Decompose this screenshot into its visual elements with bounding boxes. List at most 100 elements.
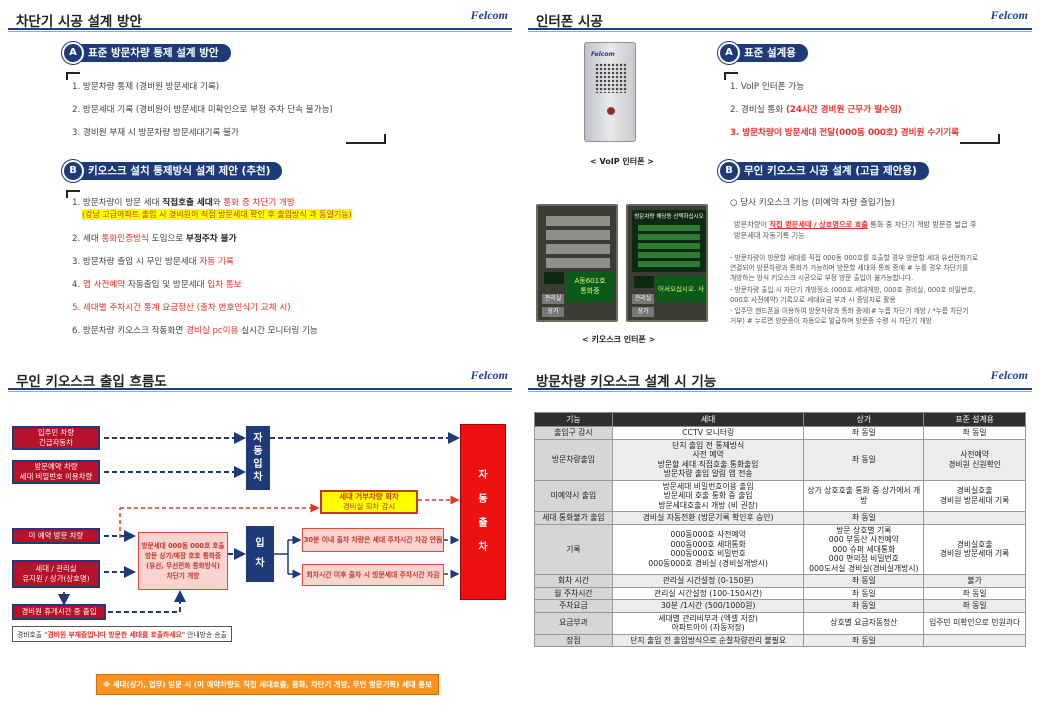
kiosk-screen-text: A동601호: [574, 277, 606, 285]
row-label-cell: 미예약시 출입: [534, 479, 613, 512]
page-title: 방문차량 키오스크 설계 시 기능: [536, 374, 717, 390]
household-call-box: 세대 / 관리실 유지원 / 상가(상호명): [12, 560, 100, 588]
text: 통화 중 차단기 개방 방문증 발급 후: [870, 220, 977, 229]
table-cell: 방문 상호별 기록 000 부동산 사전예약 000 슈퍼 세대통화 000 편…: [803, 523, 925, 575]
row-label-cell: 출입구 감시: [534, 426, 613, 440]
table-cell: [923, 511, 1026, 525]
text: (24시간 경비원 근무가 필수임): [785, 105, 902, 115]
table-cell: 좌 동일: [803, 511, 925, 525]
table-cell: 좌 동일: [803, 426, 925, 440]
kiosk-keypad-image: A동601호 통화중 관리실 상가: [536, 204, 618, 322]
kiosk-touch-image: 방문차량 해당동 선택하십시오 어서오십시오. 사 관리실 상가: [626, 204, 708, 322]
list-item: 1. 방문차량 통제 (경비원 방문세대 기록): [72, 82, 220, 92]
text: 방문세대 000동 000호 호출 방문 상가/매장 호호 통화중 (유선, 무…: [141, 542, 225, 580]
table-cell: 경비실호출 경비원 방문세대 기록: [923, 523, 1026, 575]
table-cell: 방문세대 비밀번호이용 출입 방문세대 호출 통화 중 출입 방문세대호출시 개…: [611, 479, 805, 512]
text: 입주민 차량 긴급자동차: [37, 428, 75, 447]
bottom-notice: ※ 세대(상가, 업무) 방문 시 (미 예약차량도 직접 세대호출, 통화, …: [96, 674, 439, 695]
felcom-logo: Felcom: [470, 368, 508, 382]
detail-line: 000호 사전예약) 기록으로 세대요금 부과 시 증빙자료 활용: [730, 296, 896, 304]
bracket-top-left: [66, 190, 80, 198]
kiosk-menu-title: 방문차량 해당동 선택하십시오: [634, 214, 704, 220]
text: 자동 기록: [199, 257, 234, 267]
felcom-logo: Felcom: [990, 368, 1028, 382]
row-label-cell: 기록: [534, 523, 613, 575]
feature-desc: 방문세대 자동기록 기능: [734, 231, 805, 240]
row-label-cell: 주차요금: [534, 599, 613, 613]
table-cell: 좌 동일: [803, 586, 925, 600]
exit-30min-box: 30분 이내 출차 차량은 세대 주차시간 차감 안됨: [302, 528, 444, 552]
row-label-cell: 세대 통화불가 출입: [534, 511, 613, 525]
section-b-header: B 키오스크 설치 통제방식 설계 제안 (추천): [62, 160, 283, 182]
text: 부정주차 불가: [186, 234, 237, 244]
section-b-label: 키오스크 설치 통제방식 설계 제안 (추천): [88, 165, 271, 177]
column-header: 상가: [803, 412, 925, 427]
guard-announce-note: 경비호출 "경비원 부재중입니다 방문한 세대를 호출하세요" 안내방송 송출: [12, 626, 232, 642]
kiosk-menu-grid-icon: [638, 223, 700, 267]
text: 세대 거부차량 회차: [339, 492, 399, 501]
table-cell: 단지 출입 전 출입방식으로 순찰차량관리 불필요: [611, 633, 805, 647]
text: 직접 방문세대 / 상호명으로 호출: [769, 220, 868, 229]
table-cell: 좌 동일: [923, 586, 1026, 600]
text: 1. 방문차량이 방문 세대: [72, 198, 160, 208]
title-rule: [8, 388, 512, 390]
text: " 안내방송 송출: [181, 631, 227, 639]
text: 입차 통보: [207, 280, 242, 290]
section-b-header: B 무인 키오스크 시공 설계 (고급 제안용): [718, 160, 929, 182]
call-button-icon: [607, 107, 615, 115]
table-cell: 상호별 요금자동정산: [803, 611, 925, 635]
section-a-label: 표준 설계용: [744, 47, 796, 59]
column-header: 표준 설계용: [923, 412, 1026, 427]
list-item: 1. 방문차량이 방문 세대 직접호출 세대와 통화 중 차단기 개방: [72, 196, 295, 208]
title-rule-thin: [8, 31, 512, 32]
feature-desc: 방문차량이 직접 방문세대 / 상호명으로 호출 통화 중 차단기 개방 방문증…: [734, 220, 977, 230]
page-title: 인터폰 시공: [536, 14, 603, 30]
column-header: 세대: [611, 412, 805, 427]
table-header-row: 기능 세대 상가 표준 설계용: [534, 412, 1026, 427]
table-cell: 좌 동일: [923, 426, 1026, 440]
text: 방문예약 차량 세대 비밀번호 이용차량: [19, 462, 93, 481]
table-cell: 관리실 시간설정 (0-150분): [611, 574, 805, 588]
table-cell: 사전예약 경비원 신원확인: [923, 438, 1026, 481]
kiosk-shop-button: 상가: [542, 307, 564, 317]
list-item: 3. 방문차량이 방문세대 전달(000동 000호) 경비원 수기기록: [730, 128, 960, 138]
detail-line: - 방문차량 출입 시 자단기 개방정소 (000호 세대개방, 000호 경비…: [730, 286, 976, 294]
detail-line: - 입주민 핸드폰을 이용하여 방문차량과 통화 중에(# 누름 차단기 개방 …: [730, 307, 969, 315]
unreserved-vehicle-box: 미 예약 방문 차량: [12, 528, 100, 544]
text: 6. 방문차량 키오스크 작동화면: [72, 326, 184, 336]
detail-line: 개방하는 방식 키오스크 시공으로 부정 방문 출입이 불가능합니다.: [730, 274, 914, 282]
table-cell: 좌 동일: [923, 599, 1026, 613]
title-rule: [528, 388, 1032, 390]
title-rule-thin: [8, 391, 512, 392]
text: 입 차: [255, 538, 265, 569]
text: 경비실 pc이용: [186, 326, 239, 336]
text: 경비원 휴게시간 중 출입: [21, 607, 97, 616]
text: 4.: [72, 280, 81, 290]
auto-exit-box: 자 동 출 차: [460, 424, 506, 600]
kiosk-shop-button: 상가: [632, 307, 654, 317]
title-rule-thin: [528, 31, 1032, 32]
auto-entry-box: 자 동 입 차: [246, 426, 270, 490]
detail-line: 거부) # 누르면 방문증이 자동으로 발급하며 방문증 수령 시 차단기 개방: [730, 317, 932, 325]
table-cell: 상가 상호호출 통화 중 상가에서 개방: [803, 479, 925, 512]
list-item: 3. 경비원 부재 시 방문차량 방문세대기록 불가: [72, 128, 239, 138]
text: 30분 이내 출차 차량은 세대 주차시간 차감 안됨: [303, 536, 443, 544]
page-title: 무인 키오스크 출입 흐름도: [16, 374, 167, 390]
text: 경비호출 ": [17, 631, 48, 639]
bracket-top-left: [724, 72, 738, 80]
table-cell: 경비실 자동전환 (방문기록 확인후 승인): [611, 511, 805, 525]
resident-vehicle-box: 입주민 차량 긴급자동차: [12, 426, 100, 450]
highlight-note: (강남 고급아파트 출입 시 경비원이 직접 방문세대 확인 후 출입방식 과 …: [82, 209, 352, 220]
text: 2. 경비실 통화: [730, 105, 784, 115]
kiosk-office-button: 관리실: [632, 294, 654, 304]
list-item: 2. 세대 통화인증방식 도입으로 부정주차 불가: [72, 232, 236, 244]
